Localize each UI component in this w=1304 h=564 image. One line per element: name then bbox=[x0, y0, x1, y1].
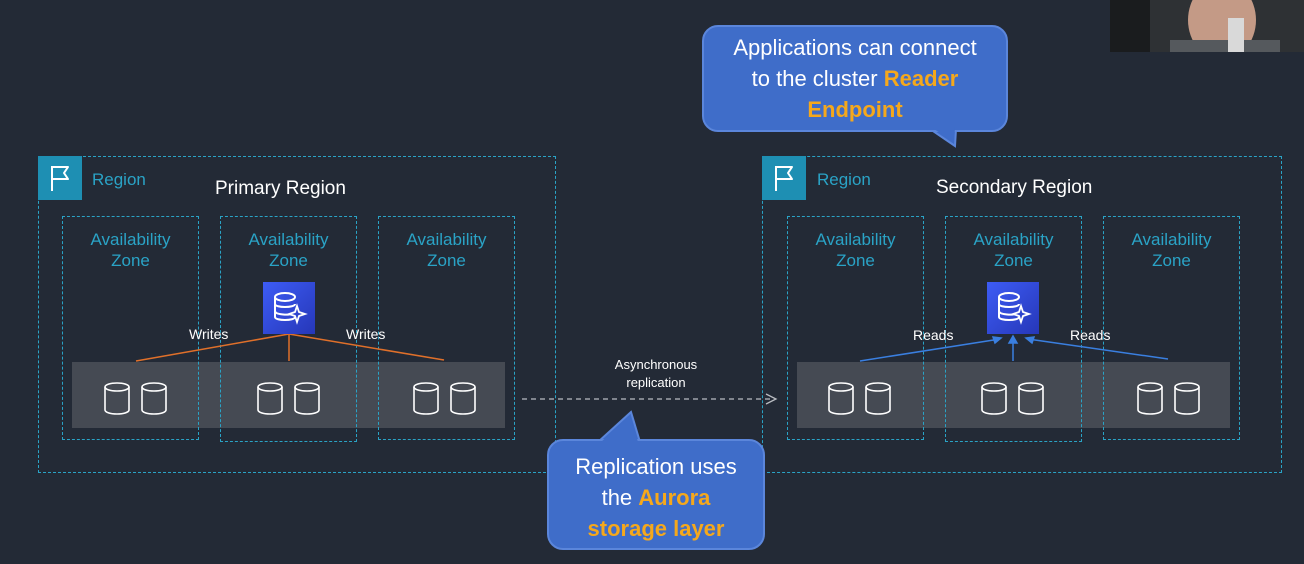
availability-zone-label: Availability Zone bbox=[973, 230, 1054, 270]
availability-zone-label: Availability Zone bbox=[90, 230, 171, 270]
availability-zone: Availability Zone bbox=[787, 216, 924, 440]
reads-label: Reads bbox=[913, 327, 954, 343]
availability-zone: Availability Zone bbox=[378, 216, 515, 440]
presenter-webcam bbox=[1110, 0, 1304, 52]
database-cylinder-icon bbox=[1018, 382, 1044, 415]
database-cylinder-icon bbox=[450, 382, 476, 415]
database-cylinder-icon bbox=[828, 382, 854, 415]
flag-icon bbox=[38, 156, 82, 200]
aurora-database-icon bbox=[987, 282, 1039, 334]
database-cylinder-icon bbox=[104, 382, 130, 415]
writes-label: Writes bbox=[346, 326, 386, 342]
writes-label: Writes bbox=[189, 326, 229, 342]
availability-zone: Availability Zone bbox=[220, 216, 357, 442]
database-cylinder-icon bbox=[865, 382, 891, 415]
database-cylinder-icon bbox=[413, 382, 439, 415]
availability-zone-label: Availability Zone bbox=[1131, 230, 1212, 270]
aurora-database-icon bbox=[263, 282, 315, 334]
database-cylinder-icon bbox=[1174, 382, 1200, 415]
reads-label: Reads bbox=[1070, 327, 1111, 343]
region-label: Region bbox=[92, 170, 146, 189]
availability-zone: Availability Zone bbox=[1103, 216, 1240, 440]
database-cylinder-icon bbox=[141, 382, 167, 415]
secondary-region bbox=[762, 156, 1282, 473]
callout-reader-endpoint: Applications can connect to the cluster … bbox=[702, 25, 1008, 132]
primary-region bbox=[38, 156, 556, 473]
storage-layer bbox=[72, 362, 505, 428]
presenter-image bbox=[1110, 0, 1304, 52]
database-cylinder-icon bbox=[981, 382, 1007, 415]
availability-zone: Availability Zone bbox=[945, 216, 1082, 442]
replication-label: Asynchronous replication bbox=[614, 357, 698, 390]
callout-aurora-storage: Replication uses the Aurora storage laye… bbox=[547, 439, 765, 550]
availability-zone-label: Availability Zone bbox=[406, 230, 487, 270]
database-cylinder-icon bbox=[257, 382, 283, 415]
storage-layer bbox=[797, 362, 1230, 428]
availability-zone-label: Availability Zone bbox=[248, 230, 329, 270]
database-cylinder-icon bbox=[294, 382, 320, 415]
database-cylinder-icon bbox=[1137, 382, 1163, 415]
region-label: Region bbox=[817, 170, 871, 189]
flag-icon bbox=[762, 156, 806, 200]
availability-zone: Availability Zone bbox=[62, 216, 199, 440]
availability-zone-label: Availability Zone bbox=[815, 230, 896, 270]
region-title: Primary Region bbox=[215, 178, 346, 199]
region-title: Secondary Region bbox=[936, 177, 1093, 198]
